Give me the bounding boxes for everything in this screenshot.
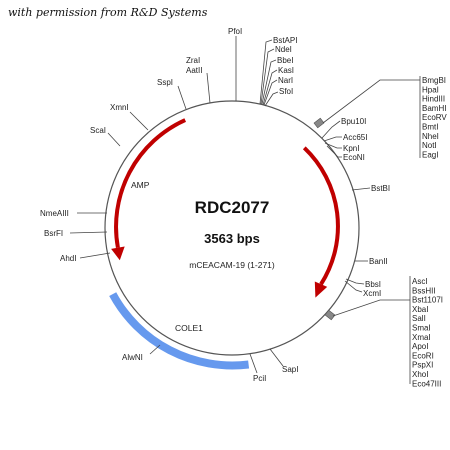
zrai-leader bbox=[206, 72, 211, 104]
kpni-leader bbox=[324, 142, 342, 149]
site-label-sapi: SapI bbox=[282, 365, 298, 374]
insert-feature-arrow bbox=[302, 146, 340, 286]
bbsi-leader bbox=[345, 278, 365, 285]
site-label-acc65i: Acc65I bbox=[343, 133, 367, 142]
amp-label: AMP bbox=[131, 180, 150, 190]
kasi-leader bbox=[262, 69, 278, 106]
mcs-lower-marker bbox=[324, 309, 336, 321]
mcs-lower-site-label: XbaI bbox=[412, 305, 428, 314]
mcs-lower-site-label: Eco47III bbox=[412, 379, 441, 388]
mcs-upper-site-label: NheI bbox=[422, 132, 439, 141]
mcs-upper-site-label: HindIII bbox=[422, 95, 445, 104]
plasmid-name: RDC2077 bbox=[195, 198, 270, 217]
mcs-upper-marker bbox=[313, 117, 325, 129]
mcs-lower-site-label: PspXI bbox=[412, 361, 433, 370]
econi-leader bbox=[326, 145, 342, 158]
ahdi-leader bbox=[79, 252, 111, 259]
plasmid-backbone bbox=[104, 100, 360, 356]
mcs-upper-site-label: HpaI bbox=[422, 85, 439, 94]
mcs-upper-site-label: EagI bbox=[422, 150, 438, 159]
mcs-lower-site-label: BssHII bbox=[412, 286, 436, 295]
site-label-sfoi: SfoI bbox=[279, 87, 293, 96]
site-label-scai: ScaI bbox=[90, 126, 106, 135]
acc65i-leader bbox=[323, 136, 342, 142]
sapi-leader bbox=[269, 348, 284, 367]
site-label-sspi: SspI bbox=[157, 78, 173, 87]
plasmid-size: 3563 bps bbox=[204, 231, 260, 246]
site-label-zrai: ZraI bbox=[186, 56, 200, 65]
bbei-leader bbox=[261, 59, 277, 105]
site-label-bstbi: BstBI bbox=[371, 184, 390, 193]
mcs-upper-site-label: EcoRV bbox=[422, 113, 447, 122]
site-label-econi: EcoNI bbox=[343, 153, 365, 162]
site-label-alwni: AlwNI bbox=[122, 353, 143, 362]
mcs-lower-site-label: XmaI bbox=[412, 333, 431, 342]
site-label-kasi: KasI bbox=[278, 66, 294, 75]
site-label-ahdi: AhdI bbox=[60, 254, 76, 263]
site-label-bstapi: BstAPI bbox=[273, 36, 297, 45]
mcs-upper-site-list: BmgBIHpaIHindIIIBamHIEcoRVBmtINheINotIEa… bbox=[422, 76, 447, 159]
cole1-label: COLE1 bbox=[175, 323, 203, 333]
mcs-upper-site-label: NotI bbox=[422, 141, 437, 150]
xmni-leader bbox=[129, 111, 149, 131]
mcs-upper-site-label: BamHI bbox=[422, 104, 446, 113]
site-label-ndei: NdeI bbox=[275, 45, 292, 54]
sfoi-leader bbox=[264, 91, 279, 107]
xcmi-leader bbox=[344, 280, 363, 293]
site-label-xcmi: XcmI bbox=[363, 289, 381, 298]
mcs-lower-site-label: SalI bbox=[412, 314, 426, 323]
sspi-leader bbox=[177, 85, 187, 110]
site-label-bbsi: BbsI bbox=[365, 280, 381, 289]
site-label-nari: NarI bbox=[278, 76, 293, 85]
scai-leader bbox=[107, 132, 121, 147]
mcs-upper-site-label: BmtI bbox=[422, 123, 438, 132]
site-label-bbei: BbeI bbox=[277, 56, 293, 65]
insert-arrow-head bbox=[314, 281, 328, 298]
site-label-xmni: XmnI bbox=[110, 103, 129, 112]
amp-feature-arrow bbox=[114, 118, 187, 249]
mcs-lower-site-label: EcoRI bbox=[412, 351, 434, 360]
alwni-leader bbox=[149, 344, 161, 355]
ndei-leader bbox=[260, 48, 275, 105]
mcs-lower-site-label: AscI bbox=[412, 277, 428, 286]
site-label-kpni: KpnI bbox=[343, 144, 359, 153]
site-label-aatii: AatII bbox=[186, 66, 202, 75]
insert-label: mCEACAM-19 (1-271) bbox=[189, 260, 275, 270]
mcs-lower-site-label: XhoI bbox=[412, 370, 428, 379]
site-label-banii: BanII bbox=[369, 257, 388, 266]
site-label-bsrfi: BsrFI bbox=[44, 229, 63, 238]
bstapi-leader bbox=[259, 39, 273, 105]
bstbi-leader bbox=[351, 187, 371, 191]
mcs-lower-site-label: Bst1107I bbox=[412, 296, 443, 305]
site-label-pfoi: PfoI bbox=[228, 27, 242, 36]
mcs-lower-site-label: ApoI bbox=[412, 342, 428, 351]
mcs-lower-site-list: AscIBssHIIBst1107IXbaISalISmaIXmaIApoIEc… bbox=[412, 277, 443, 388]
site-label-nmeaiii: NmeAIII bbox=[40, 209, 69, 218]
mcs-lower-leader bbox=[332, 299, 410, 317]
permission-credit: with permission from R&D Systems bbox=[8, 6, 208, 19]
mcs-upper-site-label: BmgBI bbox=[422, 76, 446, 85]
cole1-feature-arc bbox=[109, 292, 250, 370]
bsrfi-leader bbox=[69, 231, 108, 234]
nari-leader bbox=[263, 79, 278, 106]
mcs-lower-site-label: SmaI bbox=[412, 324, 431, 333]
bpu10i-leader bbox=[321, 120, 341, 139]
site-label-pcii: PciI bbox=[253, 374, 266, 383]
amp-arrow-head bbox=[111, 246, 125, 261]
pcii-leader bbox=[249, 353, 258, 374]
site-label-bpu10i: Bpu10I bbox=[341, 117, 366, 126]
mcs-upper-leader bbox=[322, 79, 420, 124]
